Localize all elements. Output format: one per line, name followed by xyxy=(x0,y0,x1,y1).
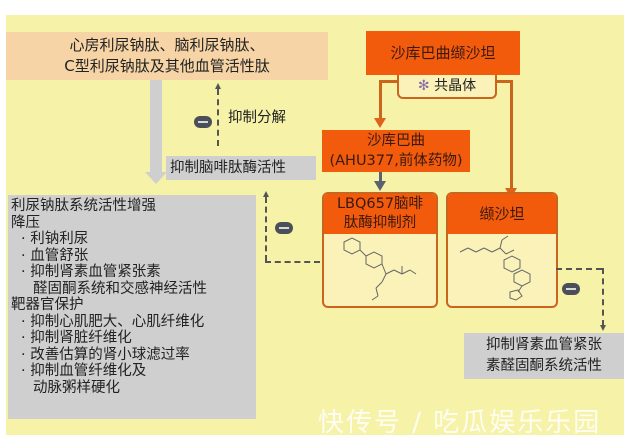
natriuretic-peptides-line1: 心房利尿钠肽、脑利尿钠肽、 xyxy=(69,36,265,54)
lbq-minus-icon xyxy=(275,222,293,234)
lbq657-line1: LBQ657脑啡 xyxy=(336,196,424,212)
sacubitril-box: 沙库巴曲 (AHU377,前体药物) xyxy=(322,130,470,172)
raas-line1: 抑制肾素血管紧张 xyxy=(486,337,602,353)
effect-item: · 抑制血管纤维化及 xyxy=(21,363,147,379)
valsartan-minus-icon xyxy=(562,283,580,295)
lbq657-line2: 肽酶抑制剂 xyxy=(343,215,417,231)
valsartan-dashed-arrowhead xyxy=(600,325,606,331)
valsartan-title: 缬沙坦 xyxy=(479,205,525,223)
lbq657-structure-icon xyxy=(343,237,417,301)
valsartan-structure-icon xyxy=(459,235,531,301)
cocrystal-tag: ✻ 共晶体 xyxy=(397,75,497,99)
effects-box: 利尿钠肽系统活性增强 降压 · 利钠利尿 · 血管舒张 · 抑制肾素血管紧张素 … xyxy=(8,195,256,419)
sacubitril-to-lbq-arrowhead xyxy=(374,181,386,191)
sacubitril-line2: (AHU377,前体药物) xyxy=(329,153,463,169)
neprilysin-inhibition-label: 抑制脑啡肽酶活性 xyxy=(166,156,316,180)
effect-item: 降压 xyxy=(11,214,40,231)
connector-left-vertical xyxy=(379,80,382,120)
inhibit-breakdown-arrowhead xyxy=(215,83,221,89)
connector-right-horizontal xyxy=(495,80,513,83)
sacubitril-to-lbq-line xyxy=(379,172,382,182)
valsartan-dashed-horizontal xyxy=(556,268,602,270)
gray-down-arrowhead xyxy=(145,172,167,184)
effect-item: · 抑制肾脏纤维化 xyxy=(21,330,132,346)
effect-item: · 改善估算的肾小球滤过率 xyxy=(21,346,190,363)
connector-left-arrowhead xyxy=(374,118,386,128)
sacubitril-valsartan-box: 沙库巴曲缬沙坦 xyxy=(366,31,520,75)
valsartan-dashed-vertical xyxy=(602,268,604,326)
lbq657-box: LBQ657脑啡 肽酶抑制剂 xyxy=(322,192,438,308)
effect-item: 醛固酮系统和交感神经活性 xyxy=(33,280,207,297)
sacubitril-valsartan-title: 沙库巴曲缬沙坦 xyxy=(390,44,496,62)
effect-item: · 血管舒张 xyxy=(21,247,89,264)
effect-item: · 抑制心肌肥大、心肌纤维化 xyxy=(21,313,205,330)
inhibit-breakdown-label: 抑制分解 xyxy=(228,110,286,126)
lbq-feedback-dashed-horizontal xyxy=(265,261,320,263)
valsartan-box: 缬沙坦 xyxy=(446,192,558,308)
sacubitril-line1: 沙库巴曲 xyxy=(367,133,425,149)
connector-right-vertical xyxy=(510,80,513,190)
cocrystal-label: 共晶体 xyxy=(434,78,477,94)
lbq657-header: LBQ657脑啡 肽酶抑制剂 xyxy=(324,194,436,234)
watermark: 快传号 / 吃瓜娱乐乐园 xyxy=(318,408,602,438)
valsartan-header: 缬沙坦 xyxy=(448,194,556,234)
inhibit-breakdown-dashed-line xyxy=(217,89,219,146)
lbq-feedback-arrowhead xyxy=(263,191,269,197)
inhibit-minus-icon xyxy=(194,116,212,128)
raas-line2: 素醛固酮系统活性 xyxy=(486,358,602,374)
lbq-feedback-dashed-vertical xyxy=(265,197,267,261)
natriuretic-peptides-box: 心房利尿钠肽、脑利尿钠肽、 C型利尿钠肽及其他血管活性肽 xyxy=(6,32,328,80)
gray-down-arrow xyxy=(150,80,162,172)
effect-item: 动脉粥样硬化 xyxy=(33,379,120,396)
connector-left-horizontal xyxy=(379,80,399,83)
effect-item: 利尿钠肽系统活性增强 xyxy=(11,198,156,214)
effect-item: 靶器官保护 xyxy=(11,297,84,313)
natriuretic-peptides-line2: C型利尿钠肽及其他血管活性肽 xyxy=(64,57,270,75)
effect-item: · 抑制肾素血管紧张素 xyxy=(21,264,161,280)
crystal-icon: ✻ xyxy=(417,78,430,94)
raas-inhibition-box: 抑制肾素血管紧张 素醛固酮系统活性 xyxy=(464,333,624,379)
effect-item: · 利钠利尿 xyxy=(21,231,89,247)
